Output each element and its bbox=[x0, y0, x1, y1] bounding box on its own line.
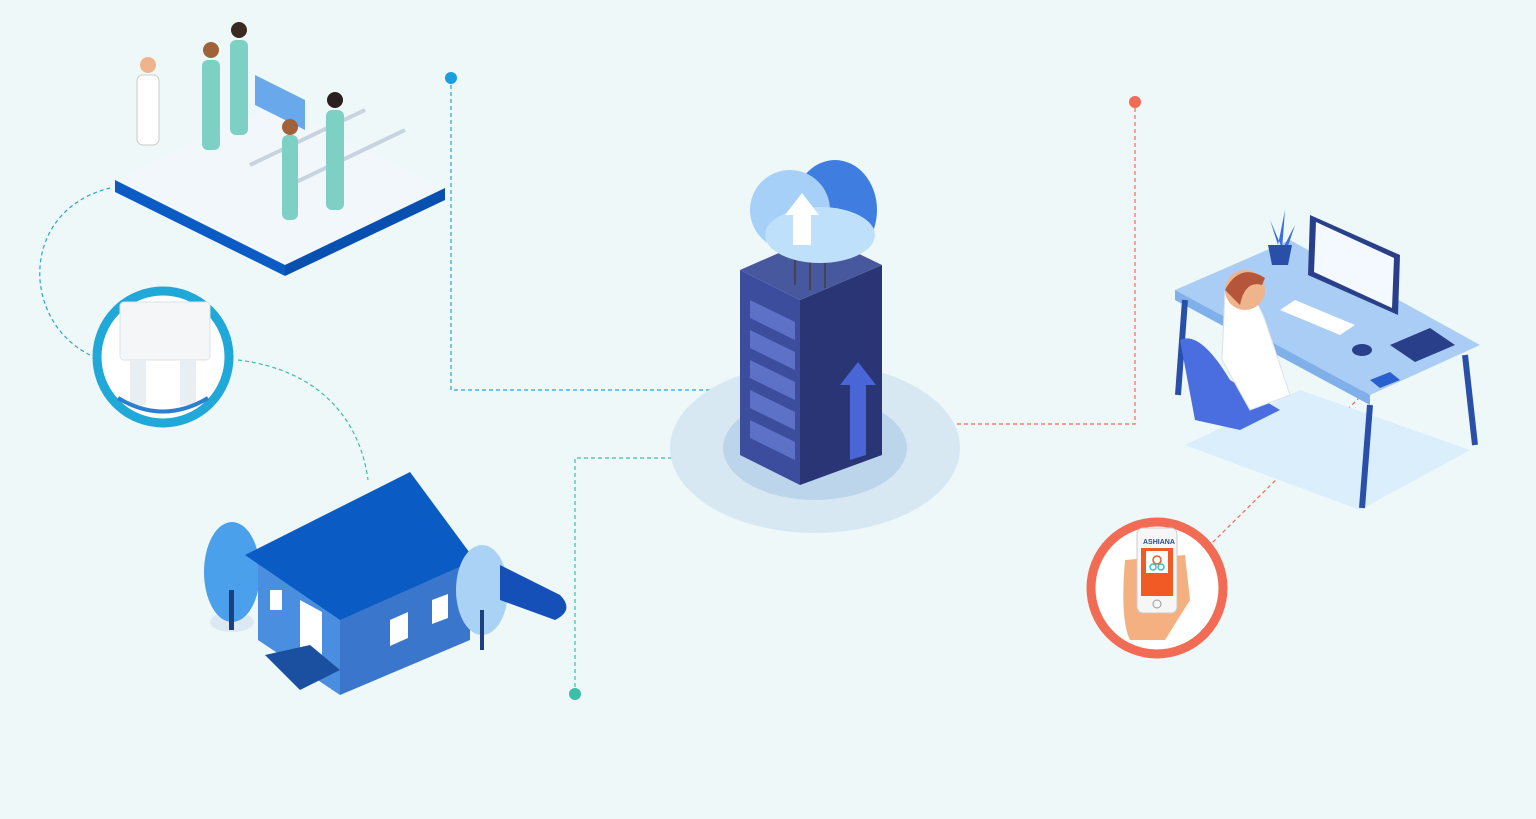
cloud-server bbox=[670, 235, 960, 533]
connector-hospital-server bbox=[445, 72, 745, 391]
arrow-device-home bbox=[237, 359, 369, 481]
hospital-rehab-scene bbox=[115, 22, 445, 276]
app-brand-label: ASHIANA bbox=[1143, 539, 1175, 546]
connector-server-doctor bbox=[880, 96, 1141, 425]
connector-home-server bbox=[569, 457, 745, 700]
cloud-upload-icon bbox=[750, 160, 877, 263]
mobile-app-badge: ASHIANA bbox=[1086, 517, 1228, 659]
doctor-workstation bbox=[1175, 210, 1480, 510]
home-scene bbox=[204, 472, 567, 695]
arrow-device-hospital bbox=[39, 187, 111, 356]
monitoring-device-badge bbox=[92, 286, 234, 428]
